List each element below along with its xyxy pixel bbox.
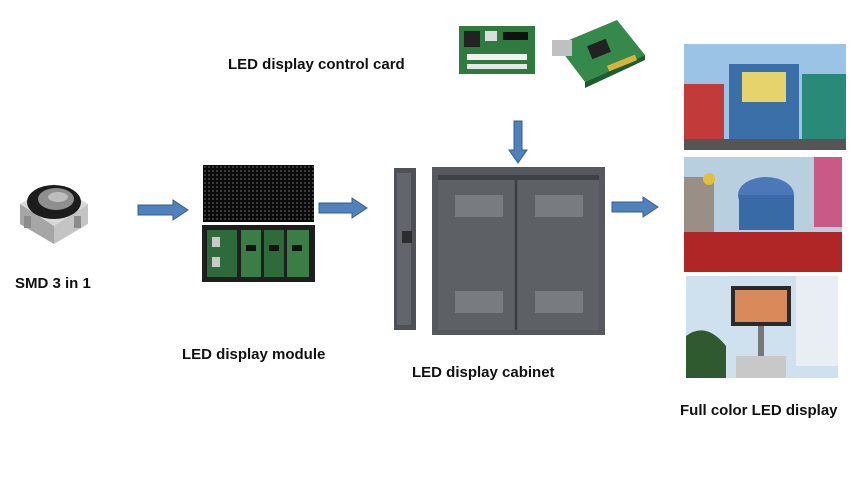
led-module-back-icon bbox=[202, 225, 315, 282]
full-color-display-photo bbox=[684, 44, 846, 150]
led-cabinet-icon bbox=[392, 163, 607, 338]
control-card-label: LED display control card bbox=[228, 56, 405, 73]
full-color-display-photo bbox=[686, 276, 838, 378]
arrow-down-icon bbox=[508, 120, 528, 164]
arrow-right-icon bbox=[137, 199, 189, 221]
arrow-right-icon bbox=[611, 196, 659, 218]
full-color-label: Full color LED display bbox=[680, 402, 838, 419]
full-color-display-photo bbox=[684, 157, 842, 272]
module-label: LED display module bbox=[182, 346, 326, 363]
control-card-icon bbox=[459, 26, 535, 74]
led-module-front-icon bbox=[203, 165, 314, 222]
smd-led-chip-icon bbox=[14, 166, 94, 250]
smd-label: SMD 3 in 1 bbox=[15, 275, 91, 292]
cabinet-label: LED display cabinet bbox=[412, 364, 555, 381]
sending-card-icon bbox=[547, 20, 647, 90]
arrow-right-icon bbox=[318, 197, 368, 219]
